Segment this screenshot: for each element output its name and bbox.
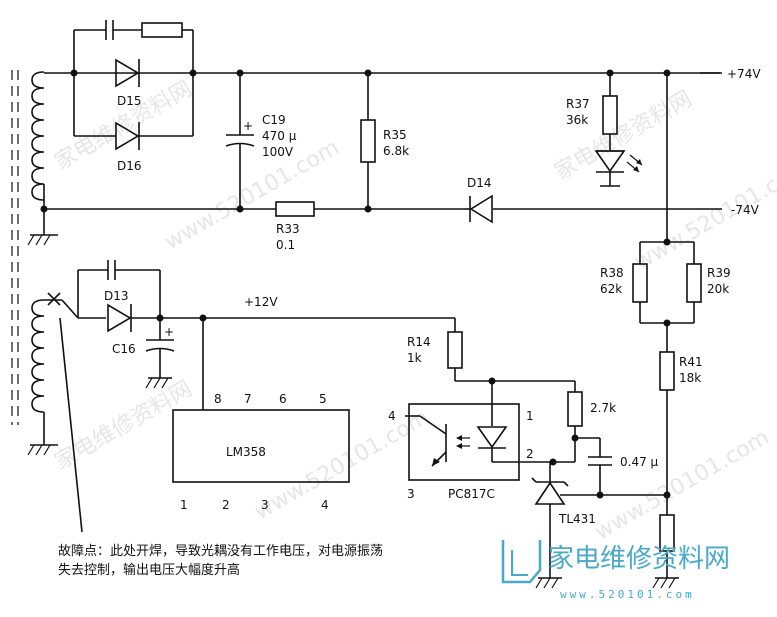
resistor-r37: [602, 73, 618, 150]
transformer-core: [11, 70, 19, 425]
pc817-pin-4: 4: [388, 409, 396, 423]
rail-neg-74v: [40, 205, 722, 213]
label-d16: D16: [117, 159, 142, 173]
fault-point-marker: [47, 292, 83, 533]
brand-url: www.520101.com: [560, 588, 695, 601]
label-r33-value: 0.1: [276, 238, 295, 252]
label-r37-value: 36k: [566, 113, 588, 127]
label-lm358: LM358: [226, 445, 266, 459]
lm358-pin-3: 3: [261, 498, 269, 512]
transformer-winding-12v: [27, 299, 62, 456]
label-pc817: PC817C: [448, 487, 495, 501]
watermark: 家电维修资料网: [51, 377, 197, 476]
optocoupler-pc817: [405, 381, 550, 481]
watermark-url: www.520101.com: [591, 425, 774, 545]
rail-pos-74v: [44, 69, 720, 77]
label-c-047: 0.47 μ: [620, 455, 659, 469]
ic-lm358: [172, 318, 350, 483]
diode-d15: [115, 58, 140, 88]
lm358-pin-7: 7: [244, 392, 252, 406]
label-r35-name: R35: [383, 128, 407, 142]
capacitor-c19: +: [225, 73, 255, 209]
fault-note-line-1: 故障点：此处开焊，导致光耦没有工作电压，对电源振荡: [58, 543, 383, 559]
lm358-pin-5: 5: [319, 392, 327, 406]
label-r14-name: R14: [407, 335, 431, 349]
feedback-divider: [632, 73, 702, 515]
resistor-r33: [275, 201, 315, 217]
label-d13: D13: [104, 289, 129, 303]
ground-symbol: [27, 234, 58, 246]
label-c16: C16: [112, 342, 136, 356]
label-r41-name: R41: [679, 355, 703, 369]
label-r37-name: R37: [566, 97, 590, 111]
label-r39-value: 20k: [707, 282, 729, 296]
watermark-url: www.520101.com: [251, 405, 434, 525]
label-pos-74v: +74V: [727, 67, 761, 81]
label-r35-value: 6.8k: [383, 144, 409, 158]
resistor-r14: [447, 318, 575, 385]
label-pos-12v: +12V: [244, 295, 278, 309]
brand-name: 家电维修资料网: [548, 544, 730, 574]
watermark-url: www.520101.com: [161, 135, 344, 255]
resistor-bottom: [652, 514, 679, 589]
resistor-r35: [360, 73, 376, 209]
diode-d16: [73, 73, 194, 151]
capacitor-c16: +: [145, 318, 175, 389]
resistor-2k7: [549, 381, 600, 466]
rail-pos-12v: [61, 260, 455, 333]
brand-mark-icon: [501, 540, 542, 584]
label-r38-value: 62k: [600, 282, 622, 296]
lm358-pin-1: 1: [180, 498, 188, 512]
svg-text:+: +: [164, 325, 174, 339]
lm358-pin-4: 4: [321, 498, 329, 512]
label-c19-name: C19: [262, 113, 286, 127]
label-r33-name: R33: [276, 222, 300, 236]
label-d15: D15: [117, 94, 142, 108]
diode-d14: [465, 194, 493, 224]
lm358-pin-8: 8: [214, 392, 222, 406]
label-r38-name: R38: [600, 266, 624, 280]
regulator-tl431: [531, 462, 671, 589]
label-neg-74v: -74V: [731, 203, 760, 217]
label-d14: D14: [467, 176, 492, 190]
lm358-pin-6: 6: [279, 392, 287, 406]
label-c19-value: 470 μ: [262, 129, 297, 143]
snubber-rc: [73, 20, 194, 73]
led-indicator: [594, 150, 643, 187]
label-c19-voltage: 100V: [262, 145, 294, 159]
pc817-pin-3: 3: [407, 487, 415, 501]
capacitor-0-47u: [588, 438, 612, 499]
fault-note: 故障点：此处开焊，导致光耦没有工作电压，对电源振荡 失去控制，输出电压大幅度升高: [58, 543, 383, 578]
lm358-pin-2: 2: [222, 498, 230, 512]
label-r14-value: 1k: [407, 351, 422, 365]
label-tl431: TL431: [558, 512, 596, 526]
svg-text:+: +: [243, 119, 253, 133]
brand-logo: 家电维修资料网 www.520101.com: [501, 540, 730, 601]
label-r41-value: 18k: [679, 371, 701, 385]
pc817-pin-1: 1: [526, 409, 534, 423]
label-r-2k7: 2.7k: [590, 401, 616, 415]
pc817-pin-2: 2: [526, 447, 534, 461]
label-r39-name: R39: [707, 266, 731, 280]
fault-note-line-2: 失去控制，输出电压大幅度升高: [58, 562, 240, 578]
